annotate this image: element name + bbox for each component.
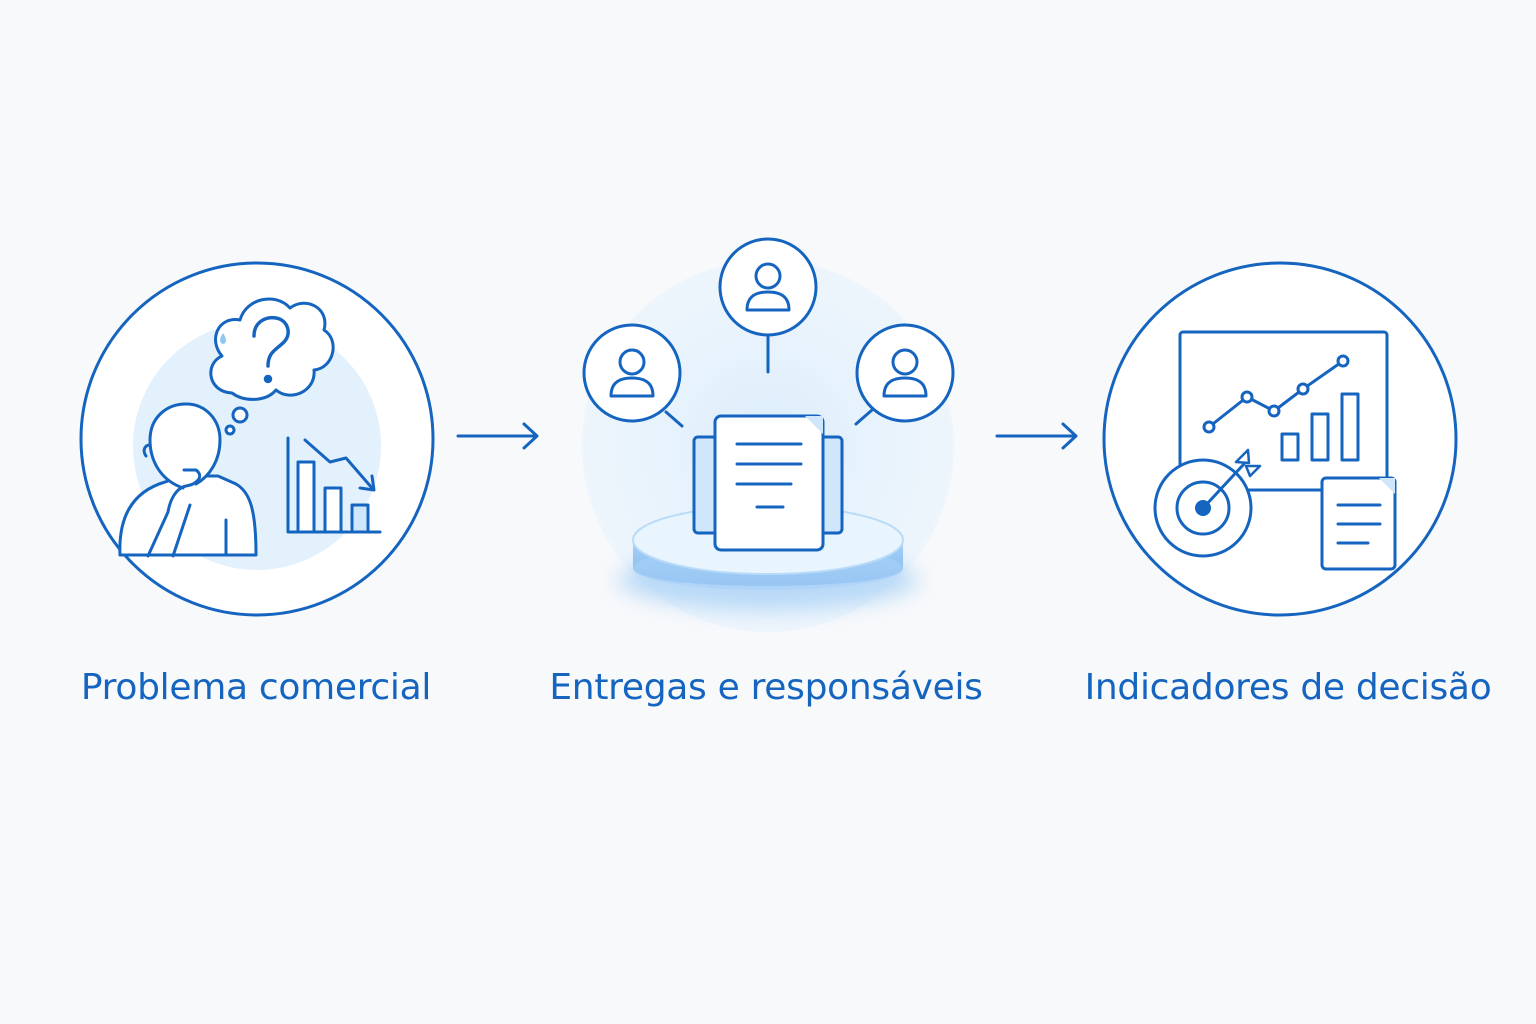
step-2-label: Entregas e responsáveis: [549, 667, 983, 708]
question-mark-icon: [252, 315, 290, 384]
bar-chart-icon: [1280, 392, 1360, 462]
arrow-right-icon: [456, 422, 539, 450]
report-document-icon: [1320, 476, 1397, 571]
target-arrow-icon: [1153, 448, 1262, 558]
step-1-problem-icon-group: [79, 261, 435, 617]
step-3-label: Indicadores de decisão: [1084, 667, 1492, 708]
document-stack-icon: [692, 414, 844, 552]
step-3-indicators-icon-group: [1102, 261, 1458, 617]
thinking-person-icon: [118, 402, 258, 558]
water-drop-icon: [220, 333, 226, 344]
line-chart-icon: [1202, 354, 1350, 434]
user-avatar-icon: [855, 323, 955, 423]
step-2-deliverables-icon-group: [582, 237, 955, 632]
user-avatar-icon: [582, 323, 682, 423]
step-1-label: Problema comercial: [80, 667, 432, 708]
thought-bubble-icon: [209, 297, 335, 436]
user-avatar-icon: [718, 237, 818, 337]
connector-lines: [664, 334, 874, 428]
declining-bar-chart-icon: [286, 436, 382, 534]
arrow-right-icon: [995, 422, 1078, 450]
dashboard-chart-icon: [1178, 330, 1389, 492]
